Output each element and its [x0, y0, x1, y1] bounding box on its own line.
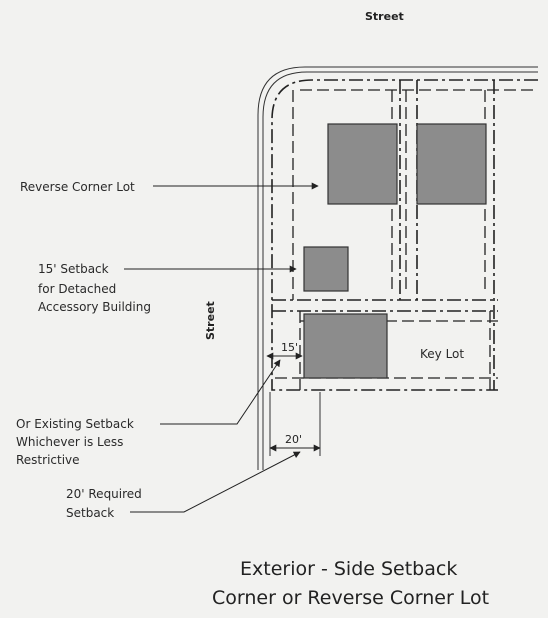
key-lot-building: [303, 313, 388, 379]
street-label-left: Street: [204, 301, 217, 340]
accessory-label-line2: for Detached: [38, 282, 116, 296]
existing-setback-line1: Or Existing Setback: [16, 417, 134, 431]
accessory-label-line3: Accessory Building: [38, 300, 151, 314]
existing-setback-line3: Restrictive: [16, 453, 80, 467]
street-label-top: Street: [365, 10, 404, 23]
required-setback-line2: Setback: [66, 506, 114, 520]
property-line: [271, 79, 538, 391]
accessory-building: [303, 246, 349, 292]
required-setback-leader: [130, 451, 301, 513]
required-setback-line1: 20' Required: [66, 487, 142, 501]
title-line2: Corner or Reverse Corner Lot: [212, 587, 489, 609]
existing-setback-leader: [160, 359, 281, 425]
reverse-corner-lot-building: [327, 123, 398, 205]
dimension-20-label: 20': [285, 433, 302, 446]
accessory-label-line1: 15' Setback: [38, 262, 109, 276]
neighbor-building: [416, 123, 487, 205]
title-line1: Exterior - Side Setback: [240, 558, 457, 580]
existing-setback-line2: Whichever is Less: [16, 435, 123, 449]
key-lot-label: Key Lot: [420, 347, 464, 361]
street-curb-line-inner: [262, 71, 538, 470]
reverse-corner-lot-label: Reverse Corner Lot: [20, 180, 135, 194]
street-curb-line: [257, 66, 538, 470]
dimension-15-label: 15': [281, 341, 298, 354]
